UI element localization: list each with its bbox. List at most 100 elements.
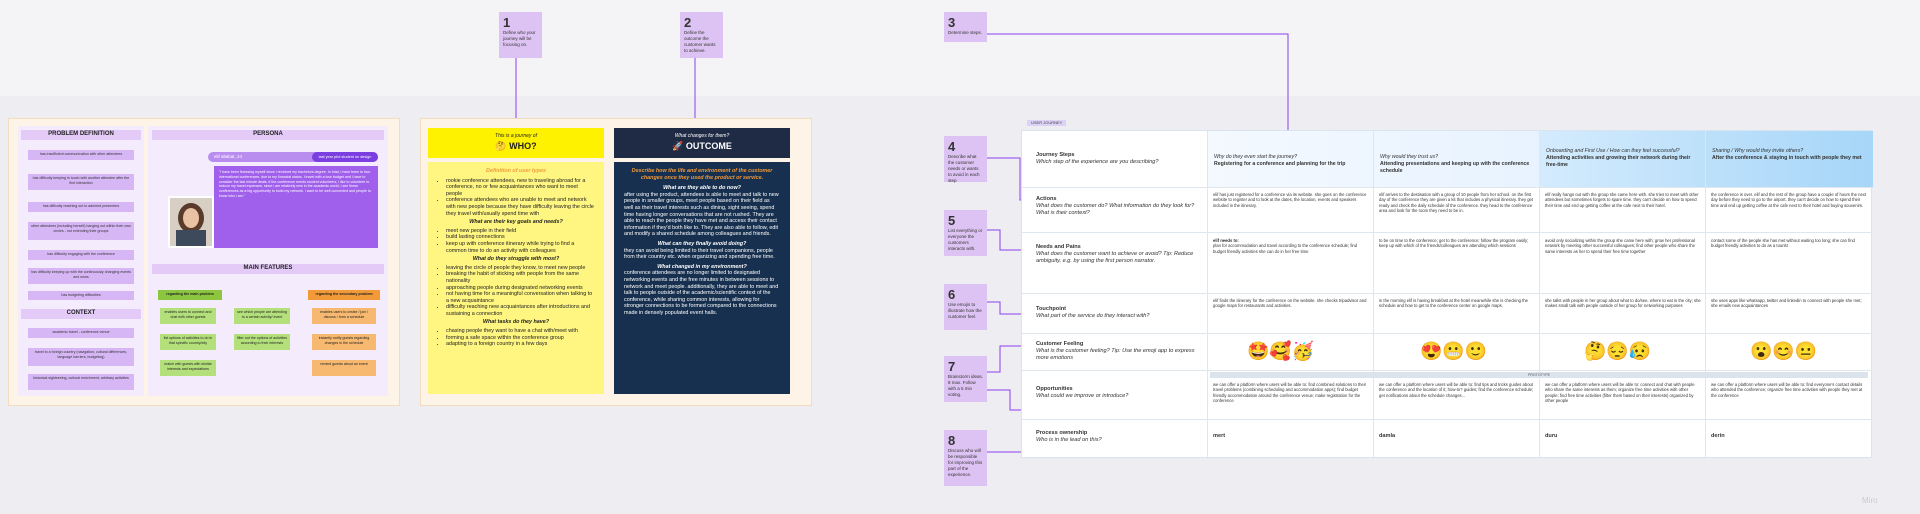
problem-note[interactable]: has difficulty keeping up with the conti… [28,268,134,284]
list-item: breaking the habit of sticking with peop… [446,271,594,284]
feature-note[interactable]: see which people are attending to a cert… [234,308,290,324]
problem-note[interactable]: has difficulty reaching out to admired p… [28,202,134,212]
step-title: Attending activities and growing their n… [1546,155,1691,168]
step-header-1: Why do they even start the journey?Regis… [1210,151,1370,171]
feeling-emojis-icon[interactable]: 😍😬🙂 [1420,341,1488,361]
needs-cell[interactable]: to be on time to the conference; get to … [1376,235,1538,291]
action-cell[interactable]: elif has just registered for a conferenc… [1213,192,1367,208]
list-item: leaving the circle of people they know, … [446,265,594,272]
action-cell[interactable]: the conference is over. elif and the res… [1711,192,1867,208]
step-text: Define the outcome the customer wants to… [684,30,716,53]
struggle-question: What do they struggle with most? [472,256,560,263]
problem-note[interactable]: has insufficient communication with othe… [28,150,134,160]
column-divider [1207,131,1208,459]
owner-cell[interactable]: derin [1711,433,1725,439]
problem-note[interactable]: has budgeting difficulties [28,291,134,300]
step-text: Discuss who will be responsible for impr… [948,448,983,477]
touchpoint-cell[interactable]: in the morning elif is having breakfast … [1379,298,1528,309]
opportunity-cell[interactable]: we can offer a platform where users will… [1545,382,1695,404]
persona-name-bar: elif altabat, 24 last year phd student o… [208,152,378,162]
feeling-emojis-icon[interactable]: 😮😊😐 [1750,341,1818,361]
touchpoint-cell[interactable]: she talks with people in her group about… [1545,298,1701,309]
step-question: Why do they even start the journey? [1214,154,1298,160]
persona-tag: last year phd student on design [312,152,378,162]
outcome-body: Describe how the life and environment of… [614,162,790,394]
needs-cell[interactable]: contact some of the people she has met w… [1708,235,1870,291]
steps-header-accent [1539,131,1873,187]
feature-note[interactable]: enables users to create / join / discuss… [312,308,376,324]
owner-cell[interactable]: damla [1379,433,1396,439]
step-text: Define who your journey will be focusing… [503,30,536,47]
action-cell[interactable]: elif really hangs out with the group she… [1545,192,1699,208]
user-journey-tag: USER JOURNEY [1027,120,1067,126]
tasks-question: What tasks do they have? [482,319,550,326]
feature-note[interactable]: list options of activities to do in that… [160,334,216,350]
feature-note[interactable]: match with guests with similar interests… [160,360,216,376]
opportunity-cell[interactable]: we can offer a platform where users will… [1213,382,1367,404]
environment-text: conference attendees are no longer limit… [624,270,779,316]
row-divider [1022,187,1873,188]
feature-note[interactable]: enables users to connect and chat with o… [160,308,216,324]
row-title: Opportunities [1036,386,1073,392]
needs-cell[interactable]: avoid only socializing within the group … [1542,235,1704,291]
step-number: 1 [503,15,511,30]
feature-note[interactable]: filter out the options of activities acc… [234,334,290,350]
feeling-emojis-icon[interactable]: 🤩🥰🥳 [1247,341,1315,361]
list-item: build lasting connections [446,234,594,241]
outcome-label: What changes for them? [674,133,730,139]
step-number: 5 [948,213,956,228]
context-note[interactable]: travel to a foreign country (navigation,… [28,348,134,366]
row-divider [1022,333,1873,334]
step-text: Determine steps. [948,30,983,35]
problem-note[interactable]: has difficulty engaging with the confere… [28,250,134,260]
list-item: rookie conference attendees, new to trav… [446,178,594,198]
avoid-text: they can avoid being limited to their tr… [624,247,775,261]
problem-note[interactable]: other attendees (including herself) hang… [28,222,134,240]
step-text: Describe what the customer needs or want… [948,154,980,183]
secondary-problem-label: regarding the secondary problem [308,290,380,300]
feature-note[interactable]: instantly notify guests regarding change… [312,334,376,350]
opportunity-cell[interactable]: we can offer a platform where users will… [1711,382,1863,398]
outcome-title: OUTCOME [685,141,732,151]
row-subtitle: What is the customer feeling? Tip: Use t… [1036,348,1195,361]
owner-cell[interactable]: mert [1213,433,1226,439]
problem-note[interactable]: has difficulty keeping in touch with ano… [28,174,134,190]
context-note[interactable]: historical sightseeing, cultural enrichm… [28,374,134,390]
feeling-emojis-icon[interactable]: 🤔😔😥 [1584,341,1652,361]
touchpoint-cell[interactable]: she uses apps like whatsapp, twitter and… [1711,298,1862,309]
row-title: Customer Feeling [1036,341,1084,347]
step-title: After the conference & staying in touch … [1712,155,1862,161]
able-question: What are they able to do now? [663,185,741,192]
row-divider [1022,370,1873,371]
step-number: 6 [948,287,956,302]
step-number: 3 [948,15,956,30]
step-question: Why would they trust us? [1380,154,1438,160]
feature-note[interactable]: remind guests about an event [312,360,376,376]
row-subtitle: What could we improve or introduce? [1036,393,1129,399]
context-note[interactable]: academic travel - conference venue [28,328,134,338]
owner-cell[interactable]: duru [1545,433,1558,439]
list-item: meet new people in their field [446,228,594,235]
problem-context-card: PROBLEM DEFINITION has insufficient comm… [18,126,144,396]
touchpoint-cell[interactable]: elif finds the itinerary for the confere… [1213,298,1367,309]
step-number: 7 [948,359,956,374]
action-cell[interactable]: elif arrives to the destination with a g… [1379,192,1534,214]
row-title: Journey Steps [1036,152,1075,158]
opportunity-cell[interactable]: we can offer a platform where users will… [1379,382,1534,398]
needs-cell[interactable]: elif needs to:plan for accommodation and… [1210,235,1372,291]
row-divider [1022,232,1873,233]
row-title: Needs and Pains [1036,244,1081,250]
who-title: WHO? [509,141,537,151]
